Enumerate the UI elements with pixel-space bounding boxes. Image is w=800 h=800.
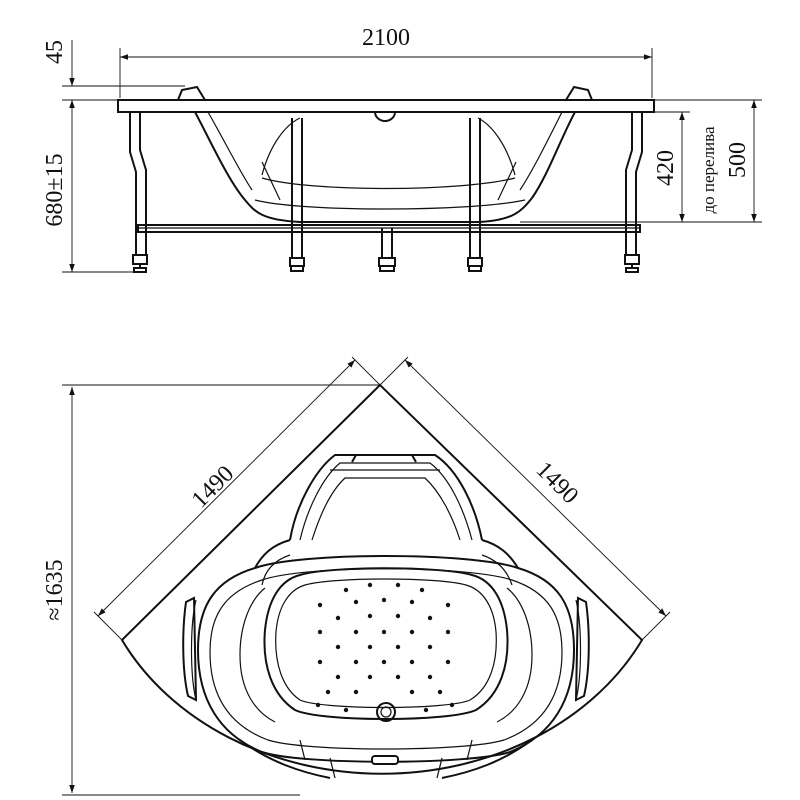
air-jets xyxy=(315,582,455,713)
left-side-label: 1490 xyxy=(187,461,239,513)
side-view: 2100 45 680±15 xyxy=(42,25,762,273)
width-label: 2100 xyxy=(362,25,410,51)
height-label: 680±15 xyxy=(42,153,68,226)
right-side-dimension: 1490 xyxy=(379,356,671,641)
depth-dimension: 420 xyxy=(520,111,690,223)
overflow-value: 500 xyxy=(725,142,751,178)
rim-dimension: 45 xyxy=(42,40,185,108)
height-dimension: 680±15 xyxy=(42,100,140,273)
diagonal-label: ≈1635 xyxy=(42,559,68,620)
depth-label: 420 xyxy=(653,150,679,186)
rim-label: 45 xyxy=(42,40,68,64)
overflow-dimension: до перелива 500 xyxy=(654,99,762,223)
width-dimension: 2100 xyxy=(119,25,653,98)
diagonal-dimension: ≈1635 xyxy=(42,384,380,796)
right-side-label: 1490 xyxy=(531,457,583,509)
left-side-dimension: 1490 xyxy=(93,356,381,641)
top-view: 1490 1490 ≈1635 xyxy=(42,356,671,796)
overflow-note: до перелива xyxy=(699,126,718,213)
tub-outline xyxy=(120,383,644,775)
